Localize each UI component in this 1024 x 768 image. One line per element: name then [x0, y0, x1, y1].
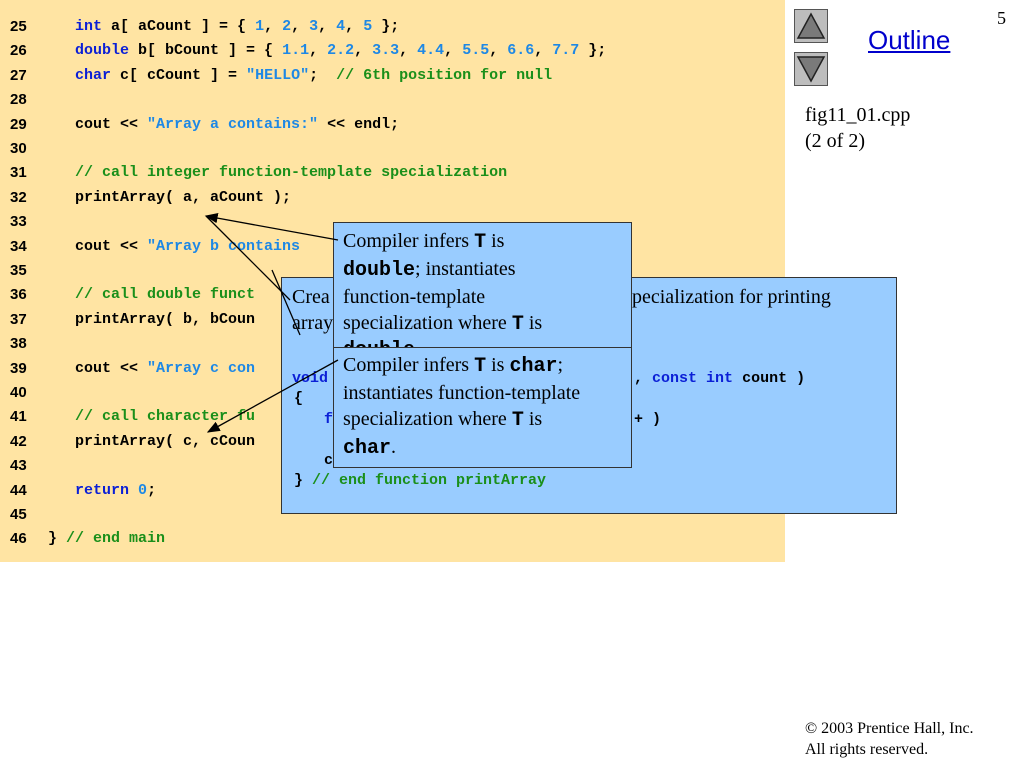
line-number: 43 — [10, 457, 27, 475]
line-number: 25 — [10, 18, 27, 35]
box-text-left-2: array — [292, 312, 334, 334]
line-number: 26 — [10, 42, 27, 60]
line-number: 44 — [10, 481, 27, 499]
down-arrow-icon — [796, 56, 826, 83]
code-text: // call double funct — [75, 286, 256, 304]
code-text: char c[ cCount ] = "HELLO"; // 6th posit… — [75, 66, 553, 84]
code-text: printArray( a, aCount ); — [48, 188, 292, 206]
arrow-line32-to-callout — [205, 215, 291, 301]
line-number: 27 — [10, 66, 27, 84]
code-text: cout << "Array c con — [48, 359, 256, 377]
code-line: 39 cout << "Array c con — [0, 360, 785, 384]
line-number: 46 — [10, 530, 27, 548]
outline-link[interactable]: Outline — [868, 25, 951, 55]
line-number: 37 — [10, 310, 27, 328]
code-line: 25 int a[ aCount ] = { 1, 2, 3, 4, 5 }; — [0, 18, 785, 42]
next-slide-button[interactable] — [794, 52, 828, 86]
code-line: 31 // call integer function-template spe… — [0, 164, 785, 188]
box-code-void: void — [292, 370, 329, 387]
line-number: 28 — [10, 91, 27, 109]
up-arrow-icon — [796, 12, 826, 39]
code-text: printArray( c, cCoun — [48, 432, 256, 450]
code-line: 28 — [0, 91, 785, 115]
code-text: // call integer function-template specia… — [75, 164, 508, 182]
arrow-line37-to-callout1 — [271, 269, 301, 336]
line-number: 30 — [10, 140, 27, 157]
code-line: 32 printArray( a, aCount ); — [0, 189, 785, 213]
code-text: cout << "Array b contains — [48, 237, 301, 255]
figure-name: fig11_01.cpp — [805, 104, 911, 126]
line-number: 34 — [10, 237, 27, 255]
line-number: 42 — [10, 432, 27, 450]
box-code-c: c — [324, 452, 334, 469]
code-line: 42 printArray( c, cCoun — [0, 433, 785, 457]
copyright-footer: © 2003 Prentice Hall, Inc. All rights re… — [805, 720, 974, 758]
code-line: 36 // call double funct — [0, 286, 785, 310]
callout-double: Compiler infers T is double; instantiate… — [333, 222, 632, 348]
code-line: 45 — [0, 506, 785, 530]
previous-slide-button[interactable] — [794, 9, 828, 43]
box-code-params: , const int count ) — [634, 370, 806, 387]
box-code-brace-open: { — [294, 390, 304, 407]
code-text: int a[ aCount ] = { 1, 2, 3, 4, 5 }; — [75, 18, 400, 35]
line-number: 32 — [10, 188, 27, 206]
code-line: 34 cout << "Array b contains — [0, 238, 785, 262]
line-number: 38 — [10, 335, 27, 353]
code-text: } // end main — [48, 530, 166, 548]
line-number: 33 — [10, 213, 27, 231]
code-line: 26 double b[ bCount ] = { 1.1, 2.2, 3.3,… — [0, 42, 785, 66]
line-number: 35 — [10, 262, 27, 279]
line-number: 39 — [10, 359, 27, 377]
arrow-callout2-to-line42 — [206, 359, 339, 433]
code-text: double b[ bCount ] = { 1.1, 2.2, 3.3, 4.… — [75, 42, 607, 60]
callout-char: Compiler infers T is char; instantiates … — [333, 347, 632, 468]
code-line: 38 — [0, 335, 785, 359]
code-line: 35 — [0, 262, 785, 286]
code-line: 37 printArray( b, bCoun — [0, 311, 785, 335]
code-text: // call character fu — [75, 408, 256, 426]
arrow-callout1-to-line32 — [204, 212, 339, 241]
box-text-left: Crea — [292, 286, 330, 308]
box-code-incr: + ) — [634, 411, 662, 428]
box-text-right: pecialization for printing — [632, 286, 831, 308]
code-line: 43 — [0, 457, 785, 481]
line-number: 41 — [10, 408, 27, 426]
code-line: 41 // call character fu — [0, 408, 785, 432]
figure-caption: fig11_01.cpp (2 of 2) — [805, 102, 910, 154]
line-number: 45 — [10, 506, 27, 523]
copyright-symbol: © — [805, 720, 818, 737]
code-text: printArray( b, bCoun — [48, 310, 256, 328]
figure-part: (2 of 2) — [805, 130, 865, 152]
code-line: 44 return 0; — [0, 482, 785, 506]
line-number: 31 — [10, 164, 27, 182]
code-line: 40 — [0, 384, 785, 408]
code-line: 33 — [0, 213, 785, 237]
box-code-for: f — [324, 411, 334, 428]
box-code-brace-close: } // end function printArray — [294, 472, 547, 489]
line-number: 36 — [10, 286, 27, 304]
code-text: return 0; — [75, 481, 157, 499]
code-text: cout << "Array a contains:" << endl; — [48, 115, 400, 133]
line-number: 40 — [10, 384, 27, 401]
code-line: 46 } // end main — [0, 530, 785, 554]
line-number: 29 — [10, 115, 27, 133]
code-line: 27 char c[ cCount ] = "HELLO"; // 6th po… — [0, 67, 785, 91]
slide-number: 5 — [997, 8, 1006, 28]
code-line: 30 — [0, 140, 785, 164]
code-line: 29 cout << "Array a contains:" << endl; — [0, 116, 785, 140]
